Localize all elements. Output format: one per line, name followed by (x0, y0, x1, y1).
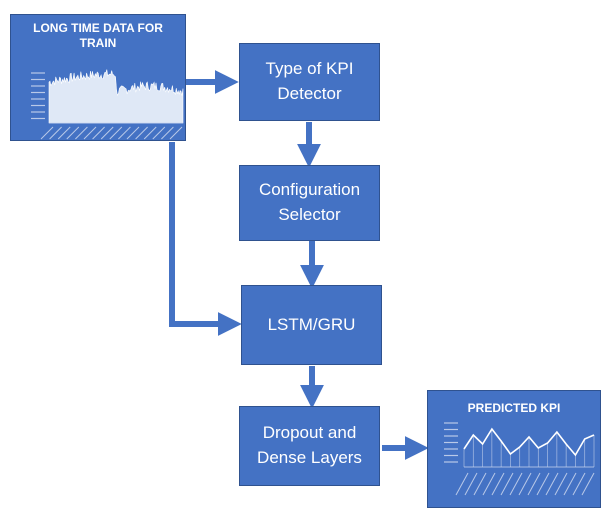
predicted-x-tick-mark (527, 472, 541, 496)
configuration-selector-label: Configuration Selector (258, 180, 361, 224)
predicted-x-tick-mark (563, 472, 577, 496)
predicted-kpi-chart: PREDICTED KPI (427, 390, 601, 508)
input-x-tick-mark (83, 126, 97, 140)
input-data-chart: LONG TIME DATA FOR TRAIN (10, 14, 186, 141)
input-x-tick-mark (143, 126, 157, 140)
input-x-tick-mark (161, 126, 174, 140)
input-x-tick-mark (118, 126, 131, 140)
input-chart-plot (31, 69, 184, 140)
input-x-tick-mark (126, 126, 140, 140)
lstm-gru-box: LSTM/GRU (241, 285, 382, 365)
predicted-chart-title: PREDICTED KPI (467, 401, 561, 415)
predicted-x-tick-mark (482, 472, 496, 496)
predicted-x-tick-mark (473, 472, 487, 496)
input-chart-title: LONG TIME DATA FOR TRAIN (33, 21, 163, 50)
input-series-area (48, 69, 184, 124)
input-x-tick-mark (169, 126, 183, 140)
kpi-detector-box: Type of KPI Detector (239, 43, 380, 121)
predicted-x-tick-mark (500, 472, 514, 496)
input-x-tick-mark (100, 126, 114, 140)
predicted-x-tick-mark (491, 472, 505, 496)
input-x-tick-mark (49, 126, 62, 140)
predicted-x-tick-mark (509, 472, 523, 496)
predicted-x-tick-mark (581, 472, 595, 496)
input-x-tick-mark (75, 126, 88, 140)
predicted-x-tick-mark (455, 472, 469, 496)
predicted-x-tick-mark (572, 472, 586, 496)
predicted-x-tick-mark (545, 472, 559, 496)
dropout-dense-label: Dropout and Dense Layers (257, 423, 362, 467)
configuration-selector-box: Configuration Selector (239, 165, 380, 241)
predicted-chart-plot (444, 422, 595, 496)
dropout-dense-box: Dropout and Dense Layers (239, 406, 380, 486)
predicted-series-line (463, 427, 595, 457)
kpi-detector-label: Type of KPI Detector (265, 59, 354, 103)
input-x-tick-mark (92, 126, 105, 140)
lstm-gru-label: LSTM/GRU (267, 314, 356, 334)
predicted-x-tick-mark (518, 472, 532, 496)
predicted-x-tick-mark (536, 472, 550, 496)
predicted-x-tick-mark (554, 472, 568, 496)
predicted-x-tick-mark (464, 472, 478, 496)
input-x-tick-mark (57, 126, 71, 140)
input-x-tick-mark (109, 126, 123, 140)
input-x-tick-mark (66, 126, 80, 140)
arrow-input-to-lstm (169, 142, 242, 336)
input-x-tick-mark (40, 126, 54, 140)
input-x-tick-mark (152, 126, 166, 140)
input-x-tick-mark (135, 126, 148, 140)
